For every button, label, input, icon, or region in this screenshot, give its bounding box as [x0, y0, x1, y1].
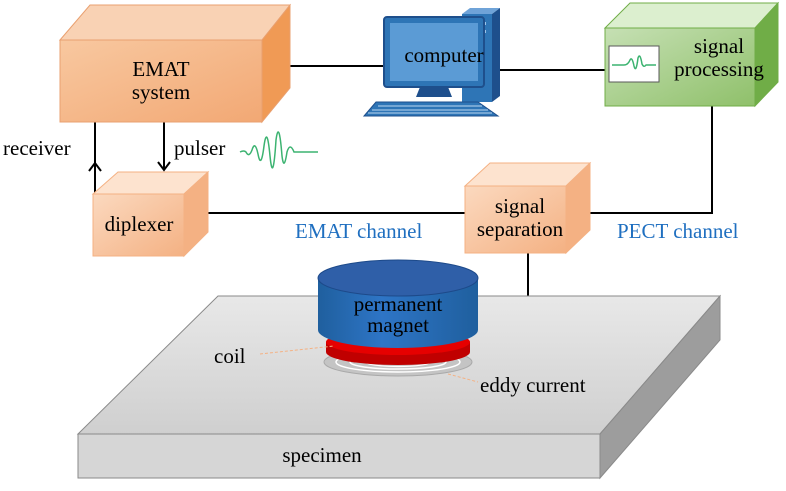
permanent-magnet: permanent magnet [317, 259, 479, 348]
coil-label: coil [214, 344, 246, 368]
diplexer-box: diplexer [91, 170, 210, 258]
signal-separation-box: signal separation [463, 161, 592, 255]
processing-to-separation-line [575, 106, 713, 214]
signal-processing-label-line2: processing [674, 57, 764, 81]
diplexer-label: diplexer [105, 212, 174, 236]
emat-system-label-line2: system [132, 80, 190, 104]
permanent-magnet-label-line2: magnet [367, 313, 429, 337]
eddy-current-leader-line [447, 373, 479, 383]
receiver-label: receiver [3, 136, 71, 160]
permanent-magnet-label-line1: permanent [354, 292, 443, 316]
pulser-label: pulser [174, 136, 225, 160]
signal-processing-box: signal processing [603, 1, 780, 108]
computer-label: computer [404, 43, 483, 67]
coil-leader-line [259, 345, 335, 355]
specimen-label: specimen [282, 443, 362, 467]
signal-separation-label-line2: separation [477, 217, 564, 241]
eddy-current-label: eddy current [480, 373, 586, 397]
emat-system-box: EMAT system [58, 3, 292, 124]
waveform-display-icon [608, 45, 660, 83]
pulser-arrow [157, 122, 171, 172]
signal-separation-label-line1: signal [495, 194, 545, 218]
pect-channel-label: PECT channel [617, 219, 739, 243]
emat-system-label-line1: EMAT [132, 57, 189, 81]
computer-icon: computer [362, 8, 500, 117]
signal-processing-label-line1: signal [694, 34, 744, 58]
receiver-arrow [88, 122, 102, 205]
emat-channel-label: EMAT channel [295, 219, 422, 243]
pulse-waveform-icon [239, 131, 318, 169]
